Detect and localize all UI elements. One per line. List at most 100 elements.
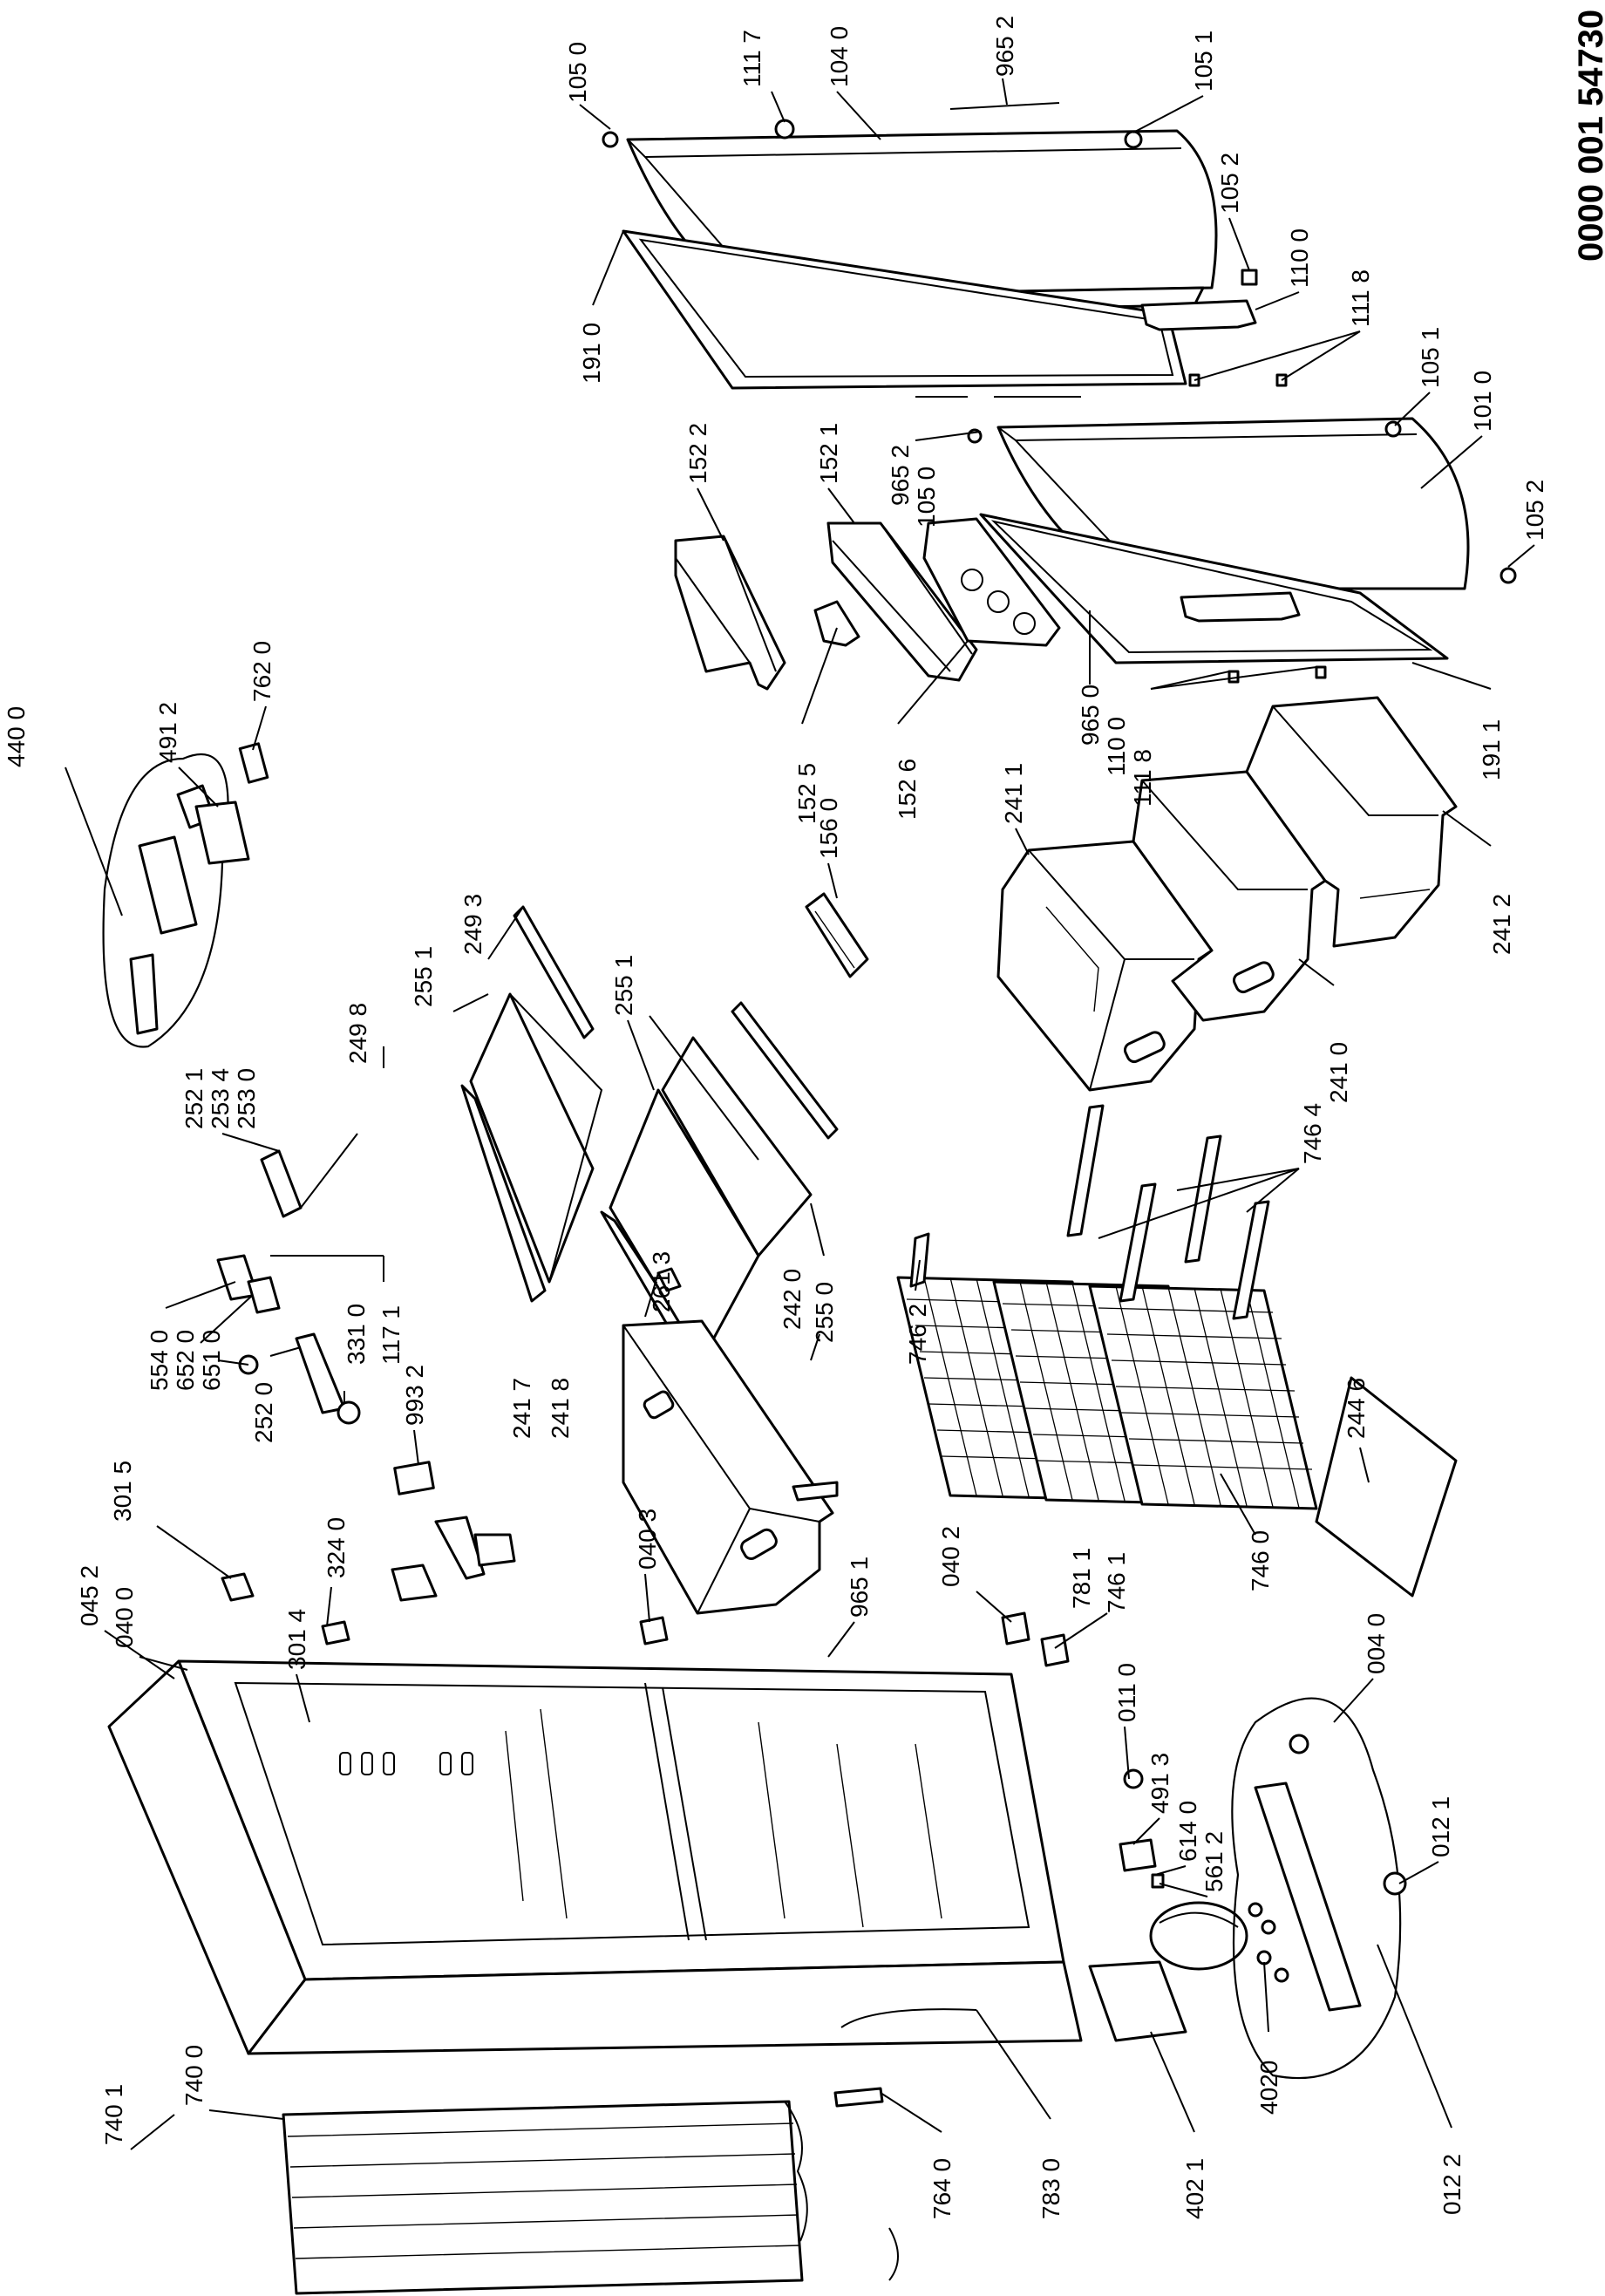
label-111-8-mid: 111 8 bbox=[1129, 749, 1156, 807]
fridge-door-lower bbox=[967, 396, 1517, 684]
label-045-2: 045 2 bbox=[76, 1565, 103, 1626]
lamp-thermostat-cluster bbox=[216, 1149, 361, 1425]
label-111-8-top: 111 8 bbox=[1347, 269, 1374, 327]
label-783-0: 783 0 bbox=[1037, 2158, 1064, 2219]
label-040-3: 040 3 bbox=[634, 1509, 661, 1570]
label-104-0: 104 0 bbox=[826, 26, 853, 87]
label-746-0: 746 0 bbox=[1247, 1530, 1274, 1591]
label-241-0: 241 0 bbox=[1325, 1042, 1352, 1103]
label-253-4: 253 4 bbox=[207, 1068, 234, 1129]
label-965-1: 965 1 bbox=[846, 1557, 873, 1618]
label-242-0: 242 0 bbox=[779, 1269, 806, 1330]
label-011-0: 011 0 bbox=[1113, 1663, 1140, 1722]
label-491-2: 491 2 bbox=[154, 702, 181, 763]
base-tray-004-0 bbox=[1231, 1697, 1407, 2080]
label-781-1: 781 1 bbox=[1068, 1548, 1095, 1609]
label-746-4: 746 4 bbox=[1299, 1103, 1326, 1164]
label-651-0: 651 0 bbox=[198, 1330, 225, 1391]
label-253-0: 253 0 bbox=[233, 1068, 260, 1129]
label-740-0: 740 0 bbox=[180, 2045, 207, 2106]
label-746-1: 746 1 bbox=[1103, 1552, 1130, 1613]
crisper-drawer-241-1 bbox=[996, 840, 1214, 1092]
label-152-6: 152 6 bbox=[894, 759, 921, 820]
label-764-0: 764 0 bbox=[928, 2158, 956, 2219]
part-762-0 bbox=[238, 742, 269, 784]
label-105-1-top: 105 1 bbox=[1190, 31, 1217, 92]
label-152-5: 152 5 bbox=[793, 763, 820, 824]
label-110-0-mid: 110 0 bbox=[1103, 717, 1130, 776]
label-110-0-top: 110 0 bbox=[1286, 228, 1313, 288]
label-561-2: 561 2 bbox=[1200, 1831, 1228, 1892]
label-614-0: 614 0 bbox=[1174, 1801, 1201, 1862]
door-balcony-152-2 bbox=[674, 535, 786, 691]
label-040-0: 040 0 bbox=[111, 1587, 138, 1648]
door-gasket-191-0 bbox=[622, 229, 1187, 390]
label-249-3: 249 3 bbox=[459, 894, 486, 955]
top-hinge-parts bbox=[602, 102, 1288, 387]
label-402-1: 402 1 bbox=[1181, 2158, 1208, 2219]
label-012-2: 012 2 bbox=[1438, 2154, 1466, 2215]
label-191-1: 191 1 bbox=[1478, 719, 1505, 780]
wire-shelf-746-grids bbox=[896, 1276, 1318, 1510]
label-101-0: 101 0 bbox=[1469, 371, 1496, 432]
label-152-2: 152 2 bbox=[684, 423, 711, 484]
label-740-1: 740 1 bbox=[100, 2084, 127, 2145]
label-491-3: 491 3 bbox=[1146, 1753, 1173, 1814]
shelf-pieces-241 bbox=[391, 1461, 516, 1602]
leader-lines bbox=[65, 78, 1535, 2150]
label-554-0: 554 0 bbox=[146, 1330, 173, 1391]
label-241-1: 241 1 bbox=[1000, 763, 1027, 824]
label-4020: 4020 bbox=[1255, 2061, 1282, 2115]
tubes bbox=[833, 2008, 977, 2108]
rails-746-4 bbox=[909, 1104, 1270, 1320]
label-965-2-mid: 965 2 bbox=[887, 445, 914, 506]
label-241-2: 241 2 bbox=[1488, 894, 1515, 955]
label-252-1: 252 1 bbox=[180, 1068, 207, 1129]
compressor-402 bbox=[1088, 1901, 1289, 2042]
part-labels: 105 0 111 7 104 0 965 2 105 1 105 2 110 … bbox=[3, 16, 1548, 2219]
crisper-drawer-241-2 bbox=[1245, 696, 1458, 948]
document-number: 0000 001 54730 bbox=[1572, 10, 1605, 262]
label-004-0: 004 0 bbox=[1363, 1613, 1390, 1674]
label-965-2-top: 965 2 bbox=[991, 16, 1018, 77]
label-105-1-mid: 105 1 bbox=[1417, 327, 1444, 388]
door-balcony-152-6 bbox=[922, 517, 1061, 647]
label-241-7: 241 7 bbox=[508, 1378, 535, 1439]
label-252-0: 252 0 bbox=[250, 1382, 277, 1443]
label-324-0: 324 0 bbox=[323, 1517, 350, 1578]
label-105-0-mid: 105 0 bbox=[913, 467, 940, 528]
label-117-1: 117 1 bbox=[377, 1305, 405, 1365]
egg-tray-156-0 bbox=[805, 892, 869, 978]
condenser-740-0 bbox=[282, 2100, 899, 2295]
label-331-0: 331 0 bbox=[343, 1304, 370, 1365]
label-105-2-mid: 105 2 bbox=[1521, 480, 1548, 541]
label-241-8: 241 8 bbox=[547, 1378, 574, 1439]
glass-shelf-upper bbox=[460, 905, 603, 1303]
label-244-6: 244 6 bbox=[1343, 1378, 1370, 1439]
label-249-8: 249 8 bbox=[344, 1003, 371, 1064]
fan-cover-491-2 bbox=[194, 801, 250, 865]
label-040-2: 040 2 bbox=[937, 1526, 964, 1587]
label-762-0: 762 0 bbox=[248, 641, 275, 702]
label-105-2-top: 105 2 bbox=[1216, 153, 1243, 214]
label-746-2: 746 2 bbox=[904, 1304, 931, 1365]
label-111-7: 111 7 bbox=[738, 30, 765, 87]
label-191-0: 191 0 bbox=[578, 323, 605, 384]
label-301-4: 301 4 bbox=[283, 1609, 310, 1670]
label-652-0: 652 0 bbox=[172, 1330, 199, 1391]
label-965-0: 965 0 bbox=[1077, 685, 1104, 746]
label-156-0: 156 0 bbox=[815, 798, 842, 859]
label-105-0-top: 105 0 bbox=[564, 42, 591, 103]
label-261-3: 261 3 bbox=[648, 1251, 675, 1312]
label-255-0: 255 0 bbox=[811, 1282, 838, 1343]
label-152-1: 152 1 bbox=[815, 423, 842, 484]
label-301-5: 301 5 bbox=[109, 1461, 136, 1522]
middle-drawer-242-0 bbox=[622, 1267, 839, 1615]
label-440-0: 440 0 bbox=[3, 706, 30, 767]
label-993-2: 993 2 bbox=[401, 1365, 428, 1426]
label-012-1: 012 1 bbox=[1427, 1796, 1454, 1857]
label-255-1-b: 255 1 bbox=[610, 955, 637, 1016]
glass-cover-244-6 bbox=[1315, 1376, 1458, 1598]
label-255-1-a: 255 1 bbox=[410, 946, 437, 1007]
